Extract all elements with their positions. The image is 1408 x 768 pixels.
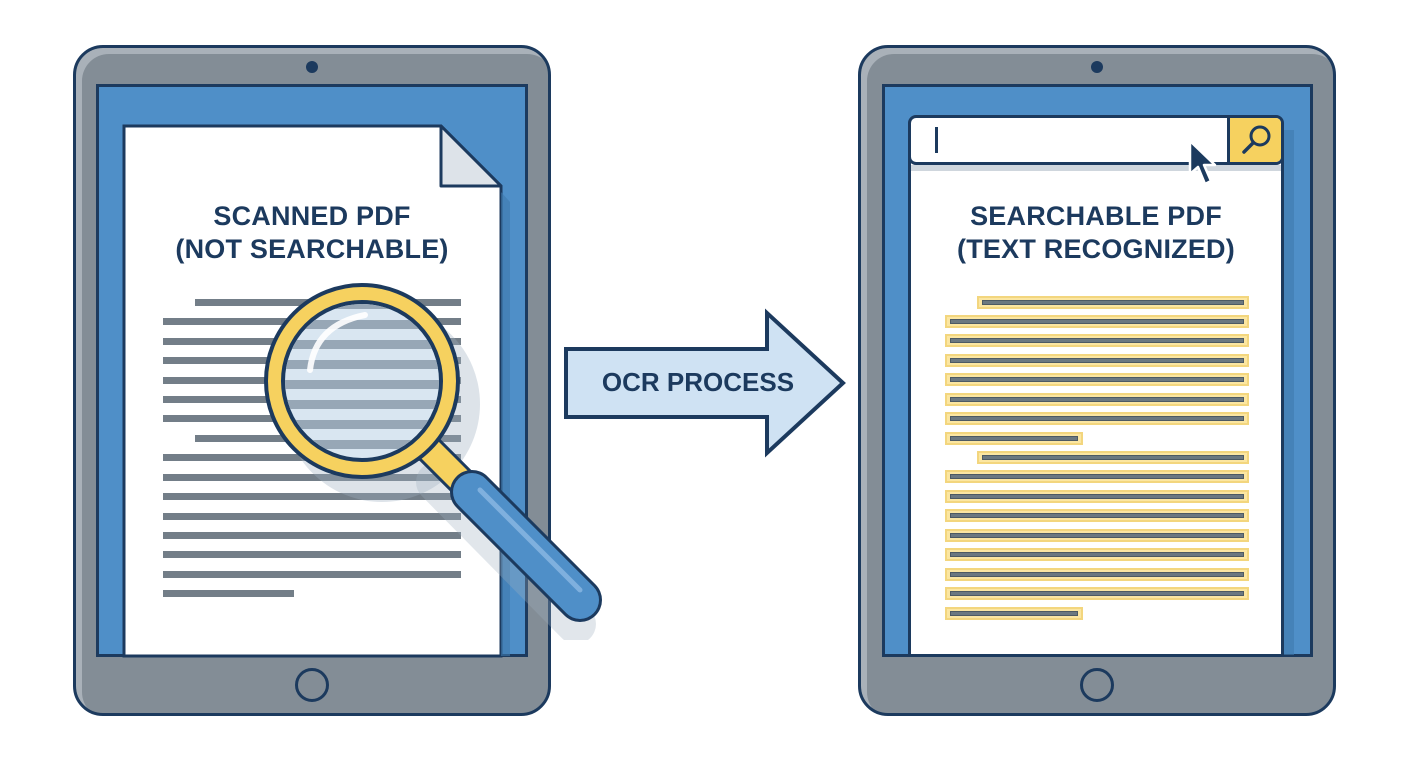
highlighted-text-line[interactable] [945,412,1249,425]
search-icon [1242,125,1271,154]
right-home-button [1080,668,1114,702]
scanned-pdf-title: SCANNED PDF [213,201,411,231]
search-bar-shadow [911,165,1281,171]
search-input[interactable] [911,118,1227,162]
highlighted-text-line[interactable] [945,334,1249,347]
highlighted-text-line[interactable] [945,470,1249,483]
left-home-button [295,668,329,702]
arrow-right-icon [564,308,846,458]
highlighted-text-line[interactable] [945,529,1249,542]
text-line [163,571,461,578]
highlighted-text-line[interactable] [945,354,1249,367]
magnifying-glass-icon [264,283,602,640]
highlighted-text-line[interactable] [945,509,1249,522]
text-line [163,493,461,500]
text-line [163,474,461,481]
searchable-pdf-title: SEARCHABLE PDF [970,201,1222,231]
highlighted-text-line[interactable] [945,373,1249,386]
highlighted-text-line[interactable] [945,607,1083,620]
highlighted-text-line[interactable] [977,296,1249,309]
left-tablet-camera [306,61,318,73]
right-tablet-camera [1091,61,1103,73]
highlighted-text-line[interactable] [945,393,1249,406]
highlighted-text-line[interactable] [945,587,1249,600]
text-line [163,532,461,539]
highlighted-text-line[interactable] [945,315,1249,328]
mouse-pointer-icon [1188,139,1217,186]
search-button[interactable] [1227,118,1281,162]
text-line [163,590,294,597]
page-shadow [1284,130,1294,655]
highlighted-text-line[interactable] [945,490,1249,503]
text-caret [935,127,938,153]
scanned-pdf-subtitle: (NOT SEARCHABLE) [175,234,449,264]
highlighted-text-line[interactable] [977,451,1249,464]
search-bar[interactable] [908,115,1284,165]
highlighted-text-line[interactable] [945,568,1249,581]
ocr-process-label: OCR PROCESS [601,367,795,397]
searchable-pdf-subtitle: (TEXT RECOGNIZED) [957,234,1235,264]
highlighted-text-line[interactable] [945,432,1083,445]
highlighted-text-line[interactable] [945,548,1249,561]
text-line [163,513,461,520]
text-line [163,551,461,558]
